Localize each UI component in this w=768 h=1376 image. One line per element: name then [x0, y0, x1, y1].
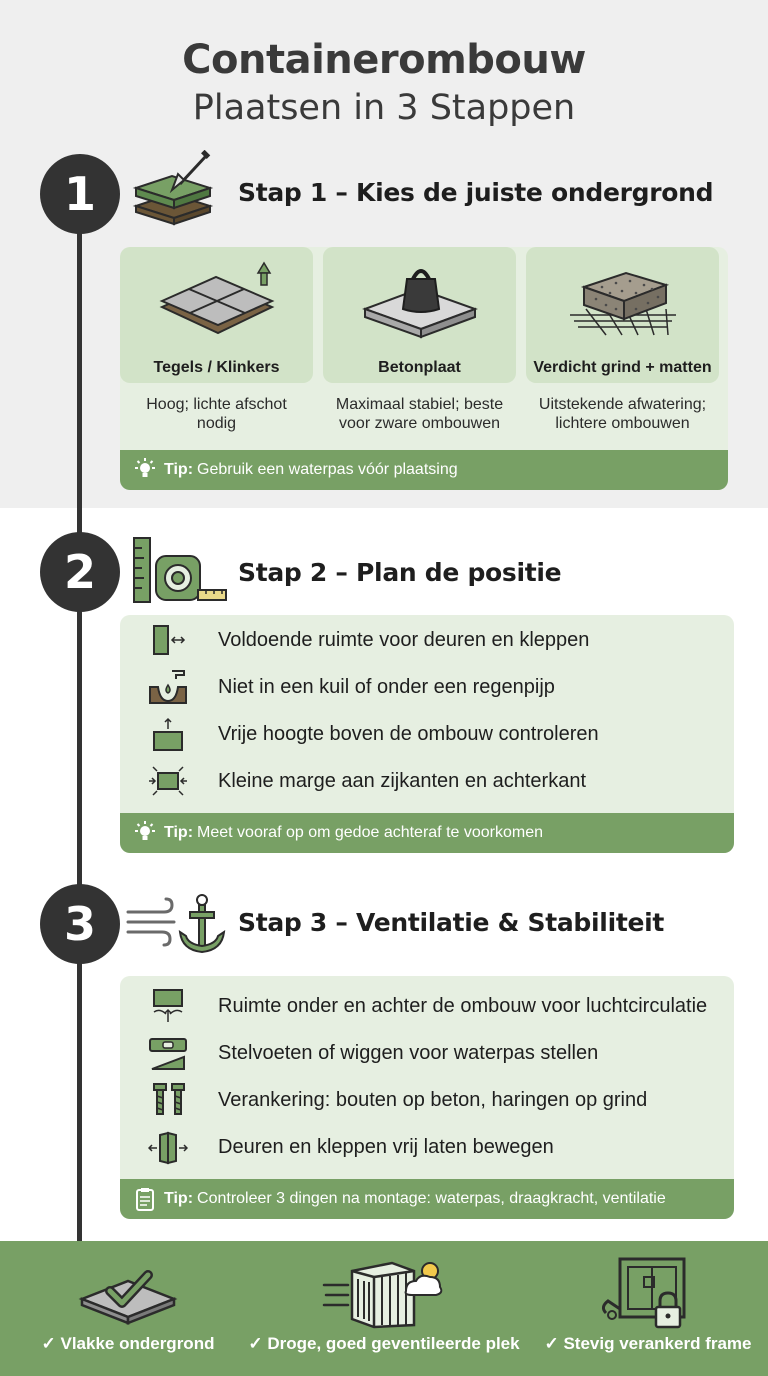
- checklist-item: Stelvoeten of wiggen voor waterpas stell…: [120, 1033, 734, 1073]
- checklist-item: Verankering: bouten op beton, haringen o…: [120, 1080, 734, 1120]
- step-3-tip: Tip: Controleer 3 dingen na montage: wat…: [120, 1179, 734, 1219]
- card-label: Tegels / Klinkers: [153, 359, 280, 376]
- level-wedge-icon: [149, 1038, 187, 1070]
- step-3-panel: Ruimte onder en achter de ombouw voor lu…: [120, 976, 734, 1219]
- surface-card-concrete: Betonplaat: [323, 247, 516, 383]
- air-circulation-icon: [153, 989, 183, 1022]
- step-1-panel: Tegels / Klinkers Hoog; lichte afschot n…: [120, 247, 728, 490]
- footer-label: ✓ Droge, goed geventileerde plek: [248, 1334, 520, 1353]
- ground-layers-shovel-icon: [132, 150, 214, 226]
- page-title: Containerombouw: [182, 37, 586, 83]
- pit-drainpipe-icon: [149, 670, 187, 704]
- page-header: Containerombouw Plaatsen in 3 Stappen: [0, 34, 768, 130]
- step-3-number: 3: [40, 884, 120, 964]
- gravel-mat-icon: [570, 271, 676, 336]
- step-2-number: 2: [40, 532, 120, 612]
- footer-item-ventilated: ✓ Droge, goed geventileerde plek: [241, 1241, 527, 1376]
- footer-label: ✓ Stevig verankerd frame: [544, 1334, 752, 1353]
- step-2-title: Stap 2 – Plan de positie: [238, 558, 562, 587]
- bolts-icon: [153, 1083, 185, 1115]
- footer-item-flat-ground: ✓ Vlakke ondergrond: [0, 1241, 256, 1376]
- timeline-line: [77, 200, 82, 1245]
- open-doors-icon: [148, 1131, 188, 1165]
- anchored-frame-lock-icon: [601, 1257, 686, 1329]
- step-2-panel: Voldoende ruimte voor deuren en kleppen …: [120, 615, 734, 853]
- clipboard-checklist-icon: [136, 1188, 154, 1211]
- tiles-icon: [159, 261, 275, 335]
- footer-summary: ✓ Vlakke ondergrond ✓ Droge, goed gevent…: [0, 1241, 768, 1376]
- page-subtitle: Plaatsen in 3 Stappen: [192, 88, 576, 128]
- step-1-tip: Tip: Gebruik een waterpas vóór plaatsing: [120, 450, 728, 490]
- wind-anchor-icon: [126, 894, 226, 954]
- door-clearance-icon: [153, 625, 186, 655]
- checklist-item: Deuren en kleppen vrij laten bewegen: [120, 1127, 734, 1167]
- flat-ground-check-icon: [78, 1270, 178, 1325]
- checklist-item: Vrije hoogte boven de ombouw controleren: [120, 714, 734, 754]
- surface-card-gravel: Verdicht grind + matten: [526, 247, 719, 383]
- surface-card-tiles: Tegels / Klinkers: [120, 247, 313, 383]
- step-1-number: 1: [40, 154, 120, 234]
- card-description: Uitstekende afwatering; lichtere ombouwe…: [538, 396, 707, 432]
- lightbulb-icon: [135, 458, 155, 477]
- step-2-tip: Tip: Meet vooraf op om gedoe achteraf te…: [120, 813, 734, 853]
- ruler-tape-measure-icon: [133, 537, 227, 603]
- card-label: Betonplaat: [378, 359, 461, 376]
- footer-item-anchored-frame: ✓ Stevig verankerd frame: [528, 1241, 768, 1376]
- side-margin-icon: [149, 766, 187, 796]
- checklist-item: Voldoende ruimte voor deuren en kleppen: [120, 620, 734, 660]
- card-description: Hoog; lichte afschot nodig: [146, 396, 287, 432]
- height-clearance-icon: [153, 717, 183, 751]
- card-description: Maximaal stabiel; beste voor zware ombou…: [335, 396, 504, 432]
- checklist-item: Niet in een kuil of onder een regenpijp: [120, 667, 734, 707]
- lightbulb-icon: [135, 821, 155, 840]
- checklist-item: Ruimte onder en achter de ombouw voor lu…: [120, 986, 734, 1026]
- step-3-title: Stap 3 – Ventilatie & Stabiliteit: [238, 908, 665, 937]
- step-1-title: Stap 1 – Kies de juiste ondergrond: [238, 178, 714, 207]
- checklist-item: Kleine marge aan zijkanten en achterkant: [120, 761, 734, 801]
- ventilated-container-icon: [322, 1261, 443, 1329]
- footer-label: ✓ Vlakke ondergrond: [41, 1334, 215, 1353]
- concrete-slab-weight-icon: [362, 269, 478, 339]
- card-label: Verdicht grind + matten: [533, 359, 712, 376]
